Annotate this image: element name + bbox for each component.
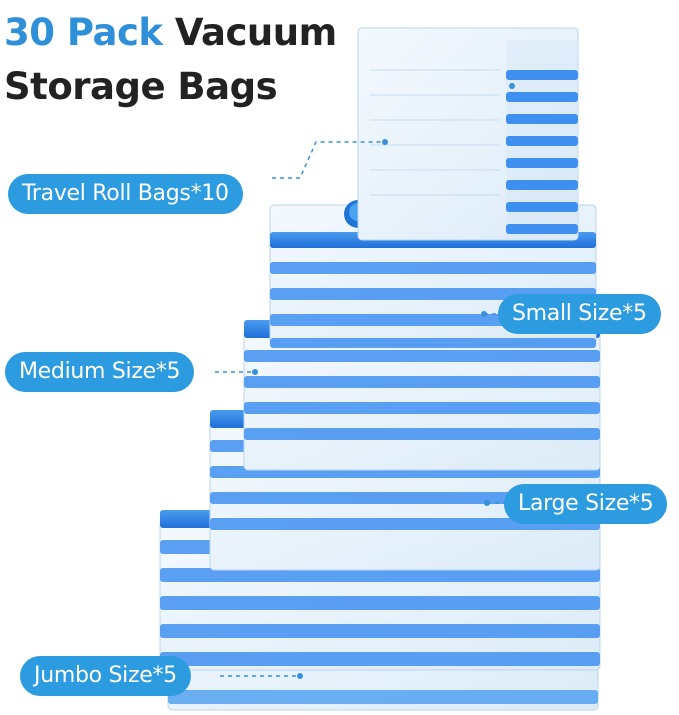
travel-roll-bag-stack: [357, 27, 579, 241]
label-small-size: Small Size*5: [498, 294, 661, 334]
label-medium-size: Medium Size*5: [5, 352, 195, 392]
leader-dots: [252, 83, 515, 679]
headline-accent: 30 Pack: [4, 11, 163, 54]
headline-rest: Vacuum: [162, 11, 337, 54]
jumbo-bag-stack: [159, 510, 601, 711]
label-large-size: Large Size*5: [504, 484, 668, 524]
label-travel-roll-bags: Travel Roll Bags*10: [8, 174, 243, 214]
label-jumbo-size: Jumbo Size*5: [20, 656, 191, 696]
headline-line2: Storage Bags: [4, 65, 278, 108]
headline: 30 Pack Vacuum Storage Bags: [4, 6, 337, 114]
